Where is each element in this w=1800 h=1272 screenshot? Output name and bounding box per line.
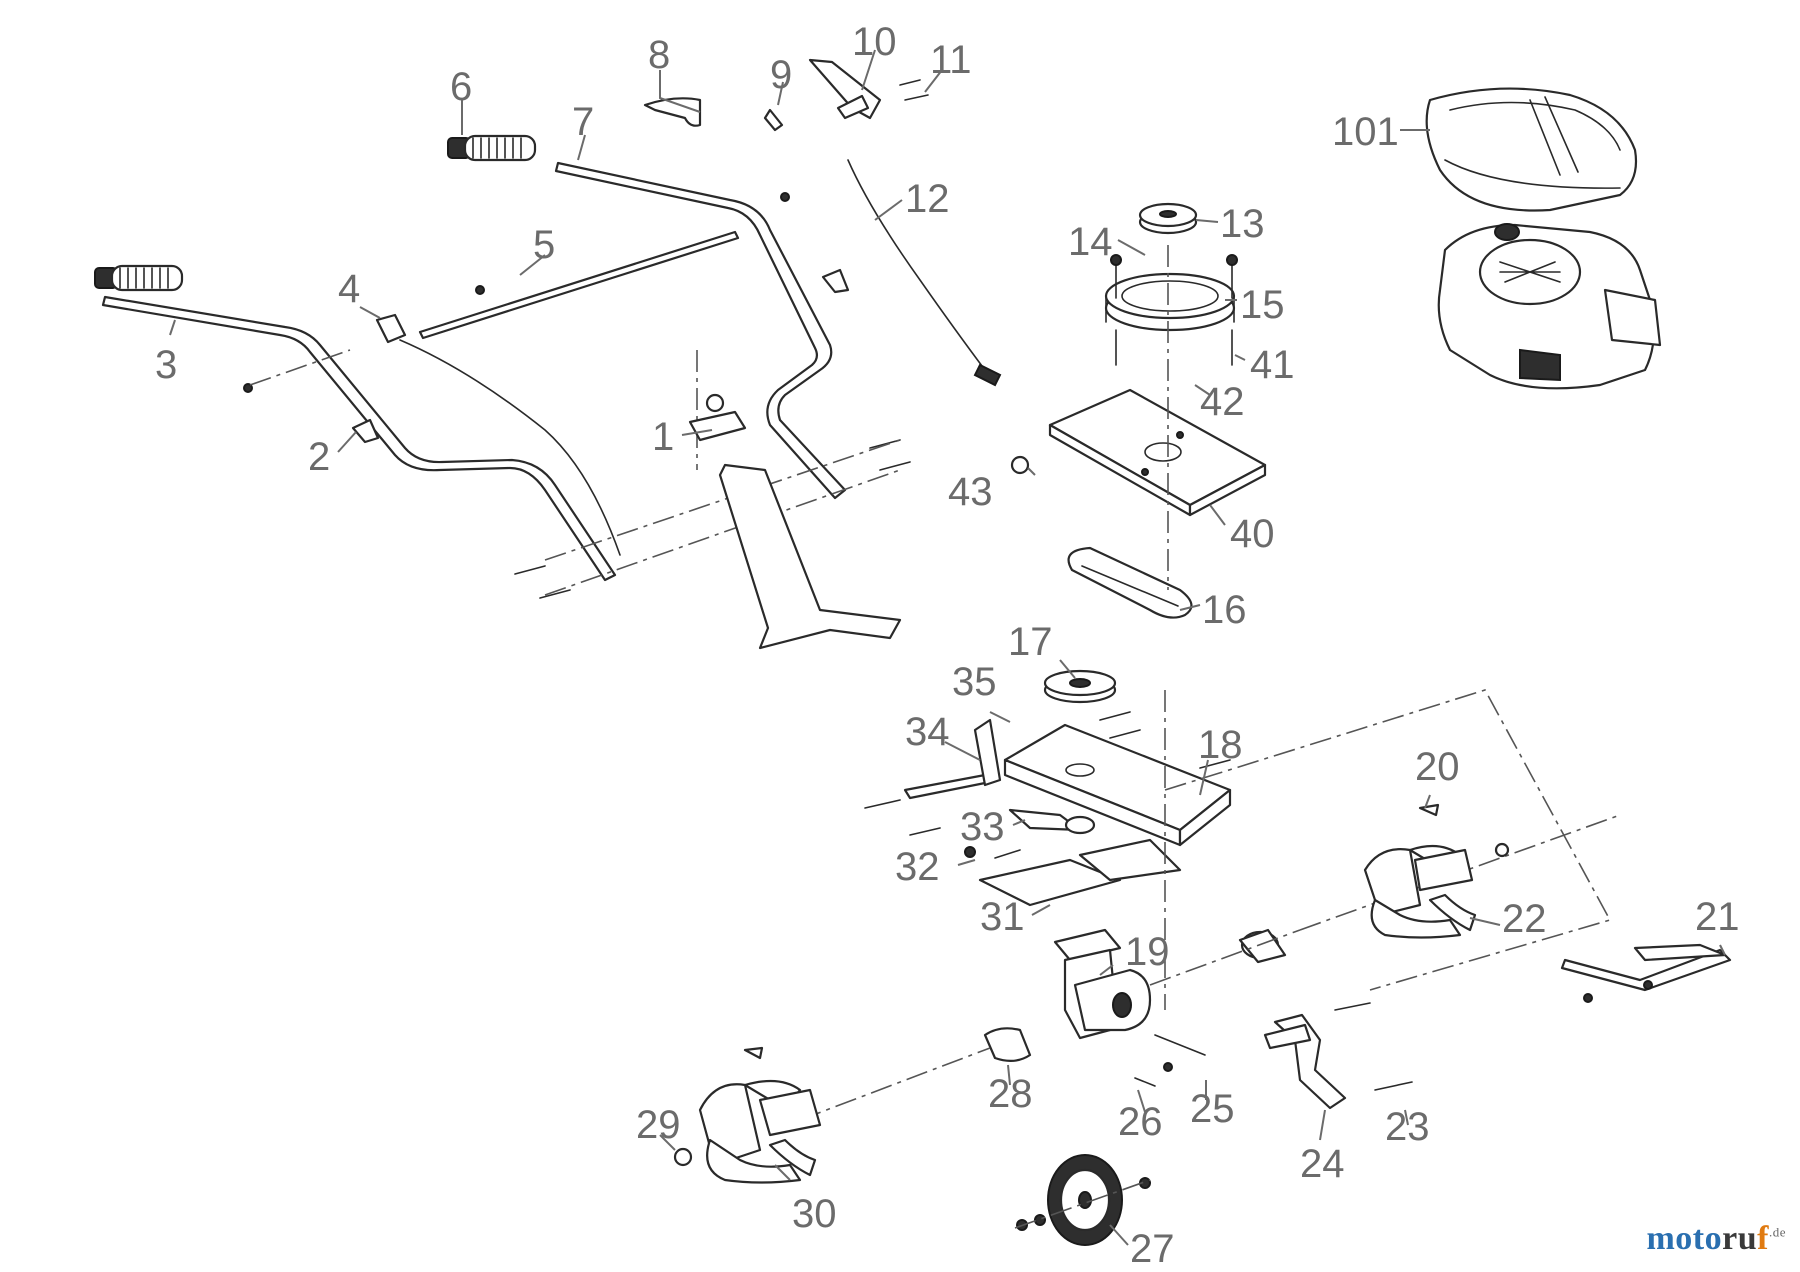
part-label-101: 101 [1332,110,1399,154]
part-label-16: 16 [1202,588,1247,632]
part-label-35: 35 [952,660,997,704]
depth-stake-assembly [1134,943,1732,1110]
left-grip [94,264,184,292]
part-label-32: 32 [895,845,940,889]
part-label-33: 33 [960,805,1005,849]
part-label-6: 6 [450,65,472,109]
part-label-14: 14 [1068,220,1113,264]
watermark-part1: moto [1646,1220,1723,1257]
part-label-8: 8 [648,33,670,77]
tine-left [673,1046,822,1184]
part-label-10: 10 [852,20,897,64]
tiller-frame [864,669,1612,1010]
watermark-part2: ru [1722,1220,1758,1257]
part-label-34: 34 [905,710,950,754]
part-label-18: 18 [1198,723,1243,767]
part-label-40: 40 [1230,512,1275,556]
part-label-12: 12 [905,177,950,221]
part-label-19: 19 [1125,930,1170,974]
part-label-22: 22 [1502,897,1547,941]
engine-cover [1425,87,1638,212]
leader-lines [169,49,1726,1246]
motoruf-watermark: motoruf.de [1646,1220,1786,1258]
part-label-41: 41 [1250,343,1295,387]
wheel [1014,1154,1151,1246]
part-label-29: 29 [636,1103,681,1147]
part-label-26: 26 [1118,1100,1163,1144]
part-label-27: 27 [1130,1227,1175,1271]
tine-right [1363,803,1510,939]
part-label-15: 15 [1240,283,1285,327]
part-label-17: 17 [1008,620,1053,664]
part-label-24: 24 [1300,1142,1345,1186]
part-label-43: 43 [948,470,993,514]
part-label-23: 23 [1385,1105,1430,1149]
part-label-20: 20 [1415,745,1460,789]
engine-deck [1010,202,1267,619]
part-label-1: 1 [652,415,674,459]
part-label-42: 42 [1200,380,1245,424]
handlebar-assembly [94,134,911,599]
part-label-13: 13 [1220,202,1265,246]
part-label-2: 2 [308,435,330,479]
part-label-25: 25 [1190,1087,1235,1131]
watermark-part3: f [1757,1220,1769,1257]
part-label-11: 11 [930,38,972,82]
watermark-suffix: .de [1768,1224,1786,1240]
engine [1437,223,1662,390]
column-bracket [688,393,902,650]
part-label-31: 31 [980,895,1025,939]
part-label-28: 28 [988,1072,1033,1116]
part-label-9: 9 [770,53,792,97]
right-grip [447,134,537,162]
part-label-21: 21 [1695,895,1740,939]
part-label-4: 4 [338,267,360,311]
part-label-30: 30 [792,1192,837,1236]
part-label-5: 5 [533,223,555,267]
part-labels: 1 2 3 4 5 6 7 8 9 10 11 12 13 14 15 41 4… [155,20,1740,1271]
part-label-7: 7 [572,100,594,144]
part-label-3: 3 [155,343,177,387]
